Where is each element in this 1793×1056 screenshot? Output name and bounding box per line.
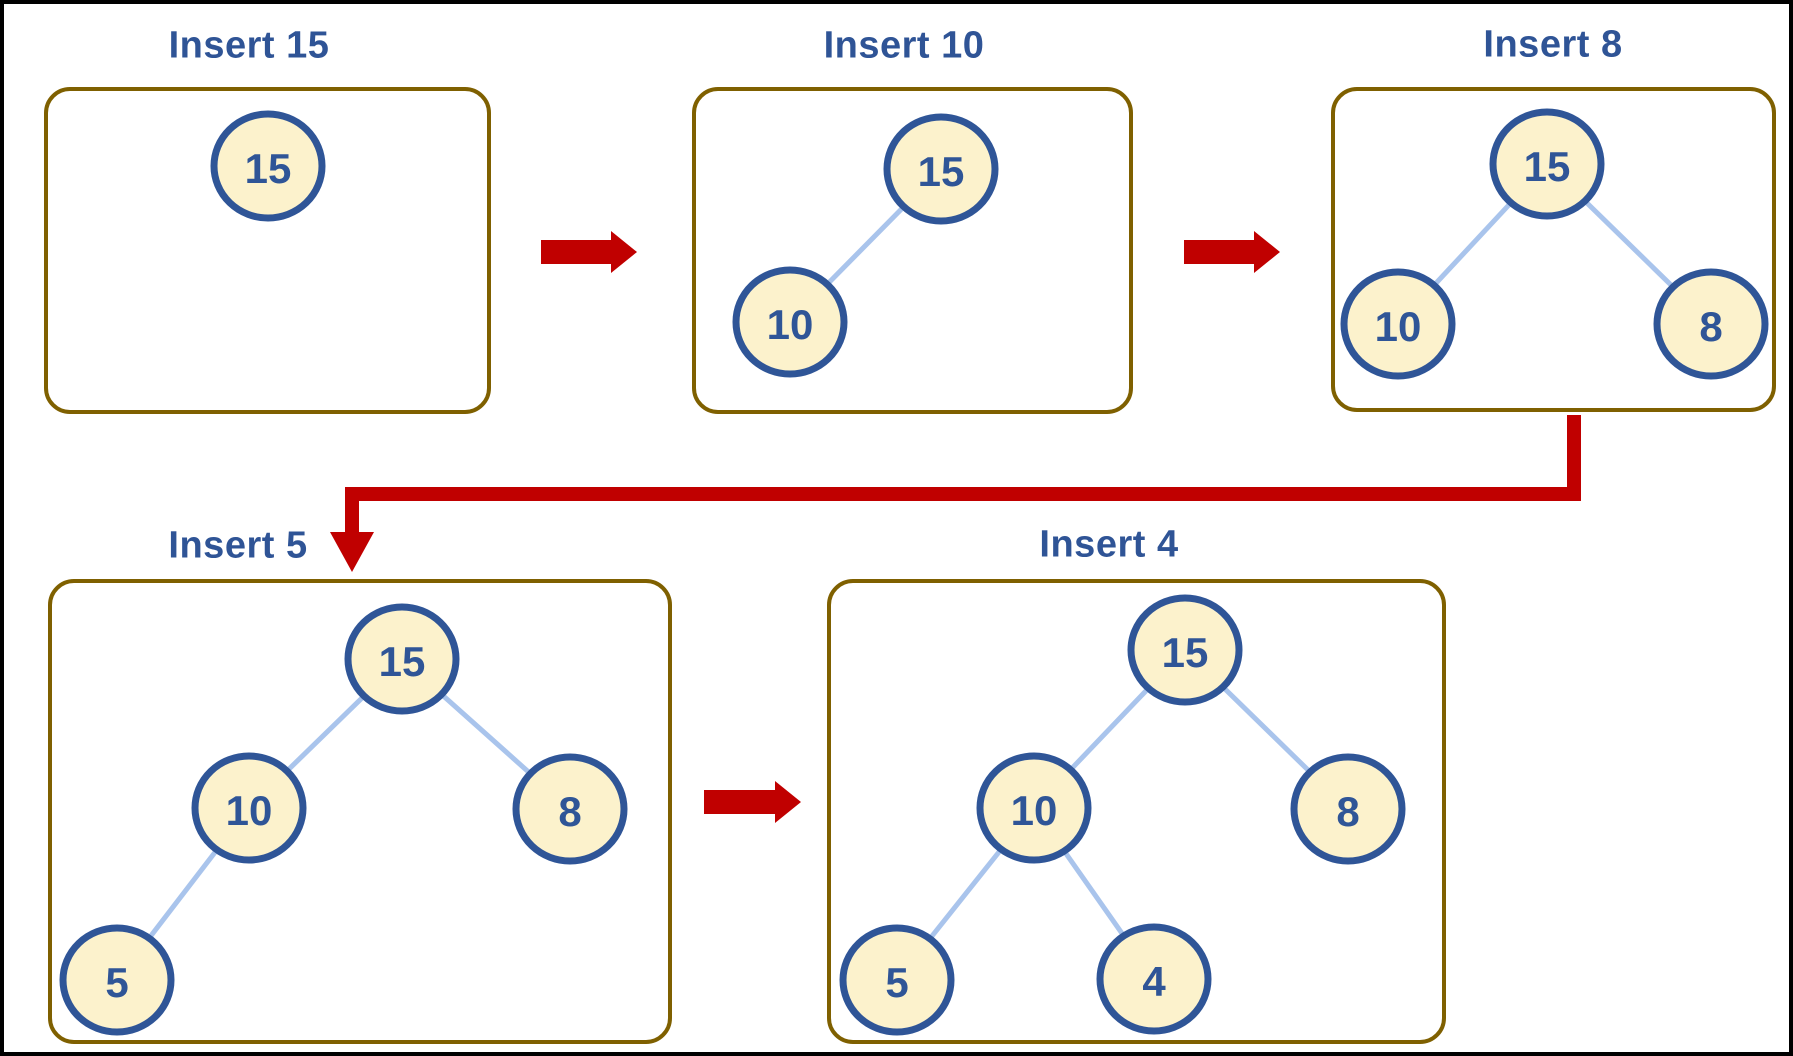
tree-node-label: 8	[1699, 303, 1722, 350]
tree-node-label: 15	[379, 638, 426, 685]
tree-node-label: 15	[245, 145, 292, 192]
tree-node-circle	[191, 752, 307, 864]
panel-step-4	[48, 579, 672, 1044]
tree-node-label: 15	[918, 148, 965, 195]
tree-node-circle	[1653, 268, 1769, 380]
tree-node-circle	[839, 924, 955, 1036]
tree-node-label: 10	[1375, 303, 1422, 350]
flow-arrow	[1184, 231, 1280, 273]
tree-node-label: 10	[226, 787, 273, 834]
tree-node-circle	[344, 603, 460, 715]
tree-node-circle	[1127, 594, 1243, 706]
tree-node-label: 4	[1142, 958, 1166, 1005]
tree-node-circle	[1489, 108, 1605, 220]
flow-arrow	[541, 231, 637, 273]
tree-node-label: 10	[767, 301, 814, 348]
panel-title-step-4: Insert 5	[168, 524, 308, 567]
tree-node-circle	[976, 752, 1092, 864]
tree-node-label: 5	[885, 959, 908, 1006]
tree-node-circle	[210, 110, 326, 222]
tree-node-label: 8	[558, 788, 581, 835]
tree-node-circle	[59, 924, 175, 1036]
panel-step-3	[1331, 87, 1776, 412]
tree-node-circle	[732, 266, 848, 378]
tree-node-label: 15	[1524, 143, 1571, 190]
panel-title-step-3: Insert 8	[1483, 23, 1623, 66]
panel-title-step-2: Insert 10	[823, 24, 985, 67]
tree-node-label: 10	[1011, 787, 1058, 834]
panel-title-step-1: Insert 15	[168, 24, 330, 67]
tree-node-circle	[512, 753, 628, 865]
elbow-arrow-line	[345, 415, 1581, 536]
tree-node-circle	[883, 113, 999, 225]
elbow-arrow-head	[330, 532, 374, 572]
flow-arrow	[704, 781, 801, 823]
panel-step-1	[44, 87, 491, 414]
panel-step-5	[827, 579, 1446, 1044]
tree-node-label: 15	[1162, 629, 1209, 676]
panel-title-step-5: Insert 4	[1039, 523, 1179, 566]
tree-node-circle	[1096, 923, 1212, 1035]
tree-node-circle	[1290, 753, 1406, 865]
bst-insertion-diagram: 15 15 10 15 10 8 15 10 8 5 15 10 8 5 4	[59, 108, 1769, 1036]
panel-step-2	[692, 87, 1133, 414]
tree-node-label: 8	[1336, 788, 1359, 835]
tree-node-circle	[1340, 268, 1456, 380]
tree-node-label: 5	[105, 959, 128, 1006]
